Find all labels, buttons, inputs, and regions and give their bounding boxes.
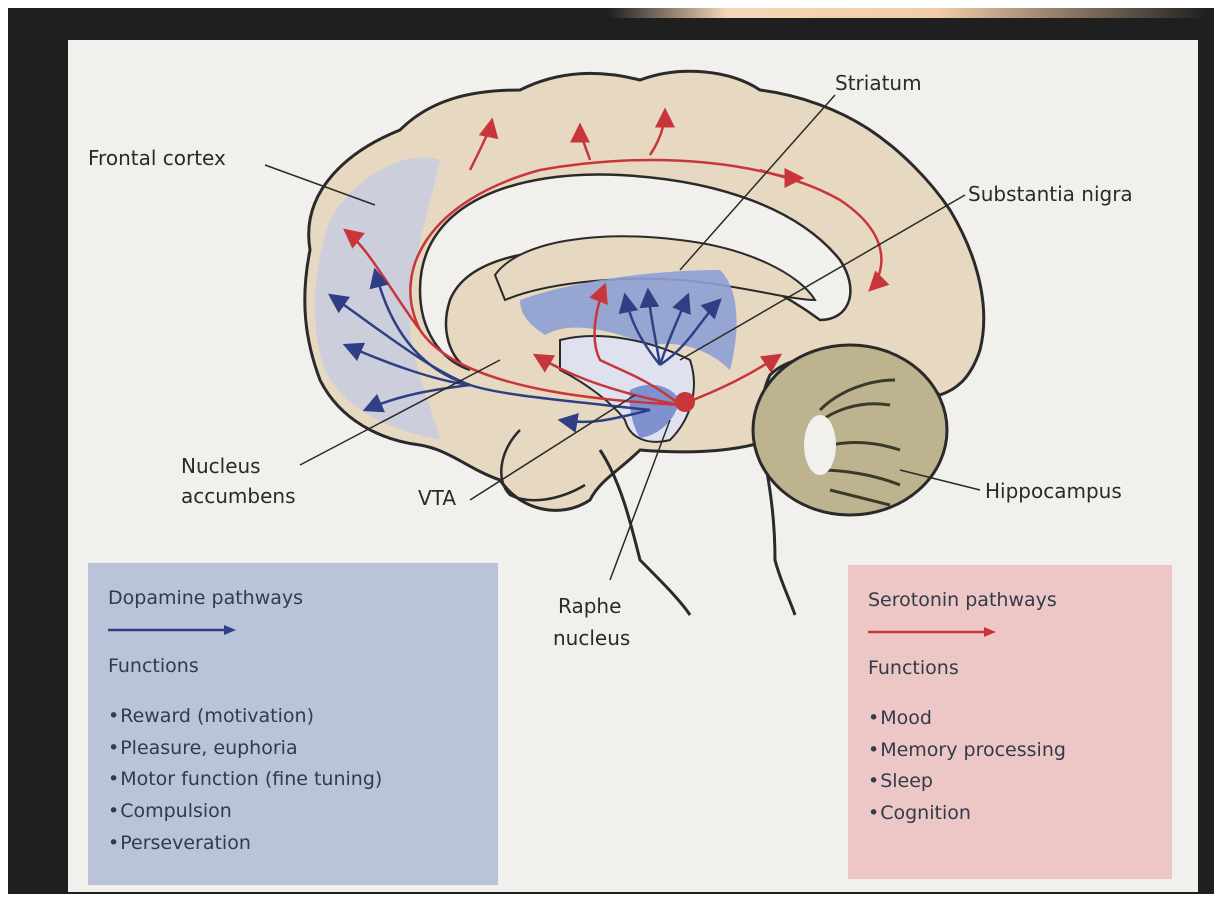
serotonin-function-item: Memory processing <box>868 735 1066 767</box>
serotonin-functions-list: Mood Memory processing Sleep Cognition <box>868 703 1066 830</box>
label-vta: VTA <box>418 485 456 511</box>
label-frontal-cortex: Frontal cortex <box>88 145 226 171</box>
serotonin-functions-heading: Functions <box>868 657 959 679</box>
label-nucleus-accumbens-line2: accumbens <box>181 483 296 509</box>
dopamine-function-item: Compulsion <box>108 796 382 828</box>
label-hippocampus: Hippocampus <box>985 478 1122 504</box>
dopamine-function-text: Reward (motivation) <box>120 705 314 727</box>
label-substantia-nigra: Substantia nigra <box>968 181 1133 207</box>
serotonin-arrow-icon <box>868 625 998 639</box>
serotonin-function-item: Sleep <box>868 766 1066 798</box>
dopamine-function-text: Compulsion <box>120 800 232 822</box>
dopamine-functions-list: Reward (motivation) Pleasure, euphoria M… <box>108 701 382 860</box>
dopamine-function-item: Pleasure, euphoria <box>108 733 382 765</box>
dopamine-title: Dopamine pathways <box>108 587 303 609</box>
dopamine-function-text: Pleasure, euphoria <box>120 737 297 759</box>
cerebellum <box>753 345 947 515</box>
dopamine-arrow-icon <box>108 623 238 637</box>
dopamine-function-text: Perseveration <box>120 832 251 854</box>
serotonin-function-text: Sleep <box>880 770 933 792</box>
dopamine-functions-heading: Functions <box>108 655 199 677</box>
serotonin-function-text: Memory processing <box>880 739 1066 761</box>
brainstem <box>600 450 690 615</box>
serotonin-function-item: Cognition <box>868 798 1066 830</box>
cerebellum-core <box>804 415 836 475</box>
label-striatum: Striatum <box>835 70 922 96</box>
serotonin-function-text: Cognition <box>880 802 971 824</box>
dopamine-function-item: Reward (motivation) <box>108 701 382 733</box>
serotonin-legend-box: Serotonin pathways Functions Mood Memory… <box>848 565 1172 879</box>
dopamine-function-item: Motor function (fine tuning) <box>108 764 382 796</box>
dopamine-legend-box: Dopamine pathways Functions Reward (moti… <box>88 563 498 885</box>
dopamine-function-text: Motor function (fine tuning) <box>120 768 382 790</box>
label-raphe-line1: Raphe <box>558 593 621 619</box>
serotonin-title: Serotonin pathways <box>868 589 1057 611</box>
label-nucleus-accumbens-line1: Nucleus <box>181 453 261 479</box>
serotonin-function-item: Mood <box>868 703 1066 735</box>
label-raphe-line2: nucleus <box>553 625 630 651</box>
serotonin-function-text: Mood <box>880 707 932 729</box>
dopamine-function-item: Perseveration <box>108 828 382 860</box>
raphe-nucleus-dot <box>675 392 695 412</box>
